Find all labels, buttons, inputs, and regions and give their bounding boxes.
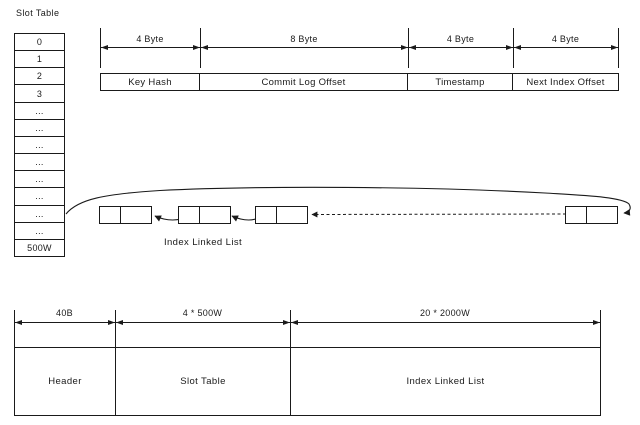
slot-table-row: ... xyxy=(15,204,64,222)
slot-table-row: 1 xyxy=(15,50,64,67)
slot-table-row: 500W xyxy=(15,238,64,256)
byte-dimension-arrowheads xyxy=(101,45,618,50)
record-field-cell: Commit Log Offset xyxy=(200,74,408,90)
linked-list-node xyxy=(565,206,618,224)
slot-table-row: ... xyxy=(15,170,64,187)
slot-table-row: ... xyxy=(15,118,64,136)
slot-table-row: ... xyxy=(15,221,64,239)
file-section-cell: Header xyxy=(15,348,116,415)
node-data-cell xyxy=(587,207,617,223)
byte-dimension-label: 4 Byte xyxy=(446,34,475,44)
node-pointer-cell xyxy=(179,207,200,223)
slot-table-row: 0 xyxy=(36,37,43,48)
node-data-cell xyxy=(277,207,307,223)
linked-list-node xyxy=(255,206,308,224)
node-data-cell xyxy=(121,207,151,223)
linked-list-caption: Index Linked List xyxy=(163,237,243,248)
slot-table-row: 3 xyxy=(15,84,64,101)
slot-to-node-pointer-curve xyxy=(65,186,631,216)
file-dimension-label: 4 * 500W xyxy=(182,308,223,318)
byte-dimension-ticks xyxy=(100,28,619,68)
slot-table-row: ... xyxy=(15,135,64,153)
byte-dimension-label: 4 Byte xyxy=(551,34,580,44)
record-field-cell: Timestamp xyxy=(408,74,513,90)
slot-table-row: ... xyxy=(15,187,64,204)
file-dimension-arrowheads xyxy=(15,320,600,325)
file-dimension-label: 20 * 2000W xyxy=(419,308,471,318)
file-layout-table: Header Slot Table Index Linked List xyxy=(14,347,601,416)
byte-dimension-label: 8 Byte xyxy=(290,34,318,44)
node-pointer-cell xyxy=(256,207,277,223)
slot-table-title: Slot Table xyxy=(16,8,60,18)
slot-table-row: ... xyxy=(15,101,64,119)
node-data-cell xyxy=(200,207,230,223)
file-dimension-label: 40B xyxy=(56,308,73,318)
file-section-cell: Slot Table xyxy=(116,348,291,415)
slot-table: 0 1 2 3 ... ... ... ... ... ... ... ... … xyxy=(14,33,65,257)
linked-list-node xyxy=(178,206,231,224)
node-pointer-cell xyxy=(566,207,587,223)
linked-list-node xyxy=(99,206,152,224)
record-field-cell: Next Index Offset xyxy=(526,76,605,88)
slot-table-row: ... xyxy=(15,153,64,170)
record-field-cell: Key Hash xyxy=(101,74,200,90)
node4-prev-pointer-dashed xyxy=(311,211,567,218)
node-pointer-cell xyxy=(100,207,121,223)
slot-table-row: 2 xyxy=(15,67,64,84)
file-section-cell: Index Linked List xyxy=(406,376,485,387)
index-record-table: Key Hash Commit Log Offset Timestamp Nex… xyxy=(100,73,619,91)
byte-dimension-label: 4 Byte xyxy=(136,34,164,44)
